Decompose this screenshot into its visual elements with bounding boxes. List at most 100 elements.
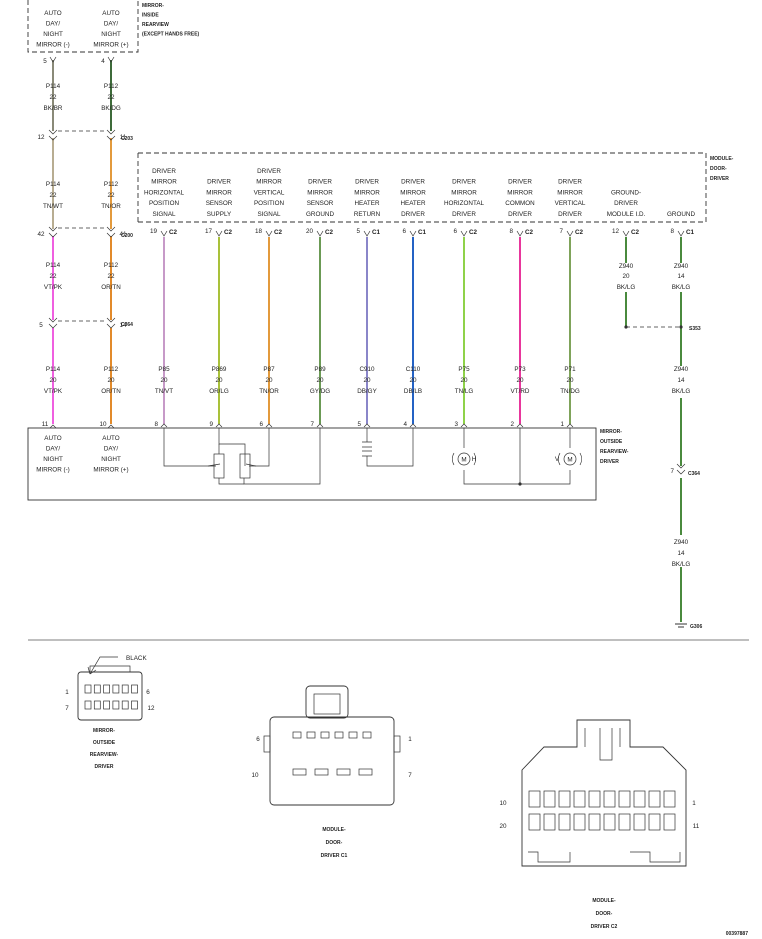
inline-connector-c364 — [676, 463, 686, 475]
connector-cavity — [121, 700, 129, 710]
circuit-number: Z940 — [674, 366, 689, 373]
connector-id: C1 — [418, 229, 427, 236]
wire-gauge: 22 — [107, 273, 115, 280]
outside-mirror-pin-caret — [215, 423, 223, 428]
connector-pin: 5 — [39, 322, 43, 329]
connector-cavity — [588, 790, 601, 808]
pin-number: 8 — [509, 228, 513, 235]
circuit-number: P114 — [46, 181, 61, 188]
connector-cavity — [528, 790, 541, 808]
wire-color-code: VT/PK — [44, 388, 63, 395]
inside-mirror-pin-fork — [49, 56, 57, 63]
motor-label: M — [567, 457, 572, 464]
inside-mirror-pin-label: MIRROR (-) — [36, 42, 70, 49]
door-module-pin-label: SIGNAL — [257, 211, 281, 218]
wire-gauge: 20 — [265, 377, 273, 384]
figure-id: 00397887 — [726, 931, 748, 937]
door-module-pin-fork — [160, 230, 168, 237]
door-module-pin-label: VERTICAL — [254, 189, 285, 196]
circuit-number: P112 — [104, 181, 119, 188]
ground-pin-label: DRIVER — [614, 200, 638, 207]
outside-mirror-pin-caret — [49, 424, 57, 429]
circuit-number: P114 — [46, 366, 61, 373]
connector-id: C2 — [575, 229, 584, 236]
connector-pin: 41 — [119, 231, 127, 238]
pin-number: 5 — [356, 228, 360, 235]
door-module-pin-fork — [316, 230, 324, 237]
door-module-pin-fork — [215, 230, 223, 237]
connector-pin: 12 — [37, 134, 45, 141]
wire-color-code: TN/VT — [155, 388, 173, 395]
door-module-pin-label: DRIVER — [452, 211, 476, 218]
inline-connector — [106, 317, 116, 329]
wire-gauge: 20 — [409, 377, 417, 384]
motor-axis-label: V — [555, 456, 560, 463]
connector-cavity — [573, 813, 586, 831]
wire-gauge: 14 — [677, 377, 685, 384]
c1-title: DRIVER C1 — [321, 853, 348, 859]
connector-id: C2 — [469, 229, 478, 236]
inside-mirror-title: REARVIEW — [142, 22, 169, 28]
connector-c200-label: C200 — [121, 233, 133, 239]
circuit-number: P73 — [514, 366, 526, 373]
outside-mirror-pin-caret — [363, 423, 371, 428]
wire-gauge: 22 — [49, 94, 57, 101]
connector-color-callout: BLACK — [126, 655, 147, 662]
connector-pin: 42 — [37, 231, 45, 238]
door-module-pin-label: MIRROR — [507, 189, 533, 196]
door-module-pin-label: MIRROR — [206, 189, 232, 196]
pin-number: 5 — [43, 58, 47, 65]
connector-cavity — [348, 731, 358, 739]
connector-cavity — [603, 790, 616, 808]
potentiometer — [239, 453, 251, 479]
outside-mirror-pin-caret — [265, 423, 273, 428]
door-module-pin-fork — [363, 230, 371, 237]
door-module-pin-label: COMMON — [505, 200, 535, 207]
pin-number: 8 — [154, 421, 158, 428]
connector-cavity — [558, 813, 571, 831]
pin-number: 12 — [612, 228, 620, 235]
c1-title: DOOR- — [326, 840, 343, 846]
connector-c364-label: C364 — [688, 471, 700, 477]
pin-number: 17 — [205, 228, 213, 235]
c1-connector-face — [269, 716, 395, 806]
face-pin-number: 12 — [147, 705, 155, 712]
connector-cavity — [121, 684, 129, 694]
door-module-pin-label: MIRROR — [354, 189, 380, 196]
c1-connector-latch — [305, 685, 349, 719]
wires-layer — [52, 60, 682, 622]
potentiometer-wiper — [245, 463, 257, 467]
callout-arrow — [87, 656, 118, 675]
door-module-pin-label: SENSOR — [206, 200, 233, 207]
face-pin-number: 6 — [146, 689, 150, 696]
mirror-connector-latch — [89, 665, 131, 672]
connector-cavity — [306, 731, 316, 739]
wire-gauge: 20 — [215, 377, 223, 384]
door-module-pin-label: DRIVER — [257, 168, 281, 175]
mirror-connector-title: MIRROR- — [93, 728, 115, 734]
pin-number: 6 — [402, 228, 406, 235]
inside-mirror-pin-fork — [107, 56, 115, 63]
connector-cavity — [663, 813, 676, 831]
connector-id: C1 — [686, 229, 695, 236]
door-module-pin-label: SUPPLY — [207, 211, 232, 218]
outside-mirror-pin-label: NIGHT — [43, 456, 63, 463]
outside-mirror-pin-caret — [460, 423, 468, 428]
ground-pin-fork — [677, 230, 685, 237]
wire-color-code: TN/LG — [455, 388, 474, 395]
connector-cavity — [334, 731, 344, 739]
wire-gauge: 14 — [677, 273, 685, 280]
internal-circuit — [249, 428, 270, 467]
pin-number: 11 — [42, 421, 49, 428]
door-module-pin-fork — [460, 230, 468, 237]
ground-pin-fork — [622, 230, 630, 237]
connector-cavity — [84, 700, 92, 710]
face-pin-number: 20 — [499, 823, 507, 830]
connector-cavity — [558, 790, 571, 808]
door-module-pin-label: HEATER — [354, 200, 380, 207]
door-module-pin-label: MIRROR — [307, 189, 333, 196]
connector-id: C1 — [372, 229, 381, 236]
wire-color-code: BK/LG — [672, 388, 691, 395]
potentiometer — [213, 453, 225, 479]
